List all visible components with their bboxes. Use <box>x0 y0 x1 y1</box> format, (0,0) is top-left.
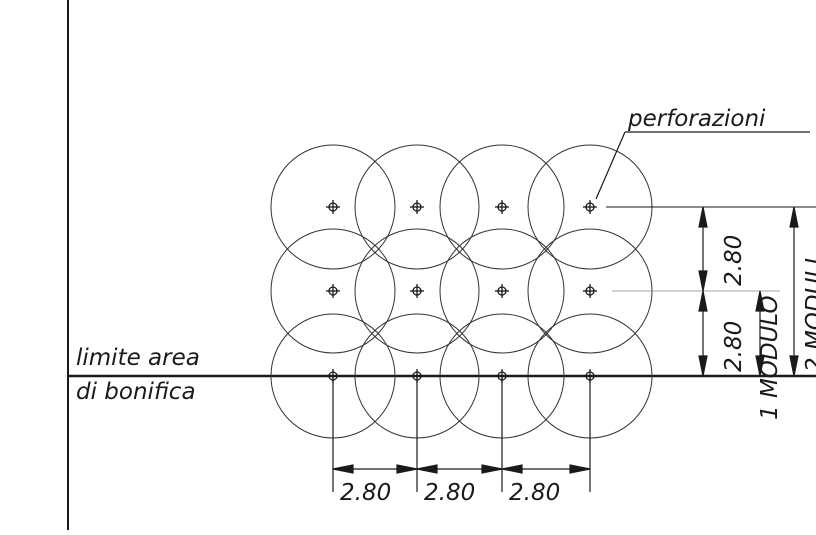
horizontal-dimension <box>332 376 591 492</box>
dim-vertical-lower: 2.80 <box>721 321 747 372</box>
influence-circle <box>354 144 480 270</box>
influence-circle <box>270 144 396 270</box>
dim-horizontal-3: 2.80 <box>509 480 560 506</box>
influence-circle <box>270 228 396 354</box>
perforation-marker-icon <box>583 284 597 298</box>
limit-label-line-1: limite area <box>76 345 200 371</box>
influence-circle <box>354 228 480 354</box>
perforation-marker-icon <box>583 200 597 214</box>
perforation-marker-icon <box>410 284 424 298</box>
two-modules-label: 2 MODULI <box>802 258 816 372</box>
dim-vertical-upper: 2.80 <box>721 235 747 286</box>
perforations-label: perforazioni <box>627 106 766 132</box>
perforation-marker-icon <box>326 284 340 298</box>
perforation-marker-icon <box>495 284 509 298</box>
perforation-marker-icon <box>495 200 509 214</box>
influence-circle <box>439 144 565 270</box>
limit-label-line-2: di bonifica <box>76 379 196 405</box>
vertical-dimension-module <box>698 206 799 377</box>
influence-circle <box>439 228 565 354</box>
perforations-leader-line <box>595 131 626 200</box>
perforation-markers <box>326 200 597 383</box>
dim-horizontal-1: 2.80 <box>340 480 391 506</box>
perforation-marker-icon <box>326 200 340 214</box>
perforation-marker-icon <box>410 200 424 214</box>
one-module-label: 1 MODULO <box>757 295 783 420</box>
dim-horizontal-2: 2.80 <box>424 480 475 506</box>
